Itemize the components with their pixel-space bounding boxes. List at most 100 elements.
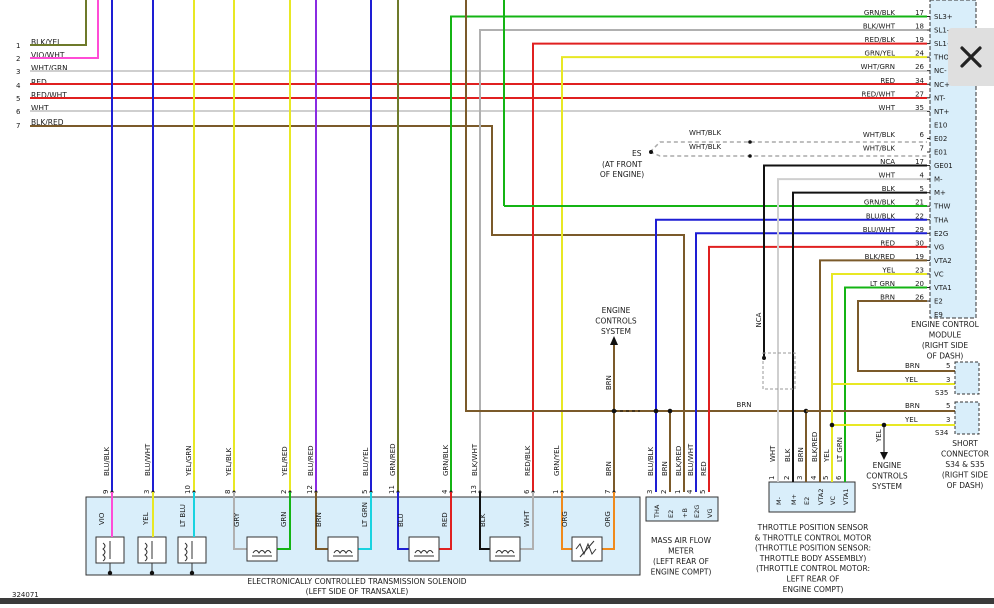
ecm-pin-name: E02 — [934, 135, 947, 143]
junction-dot — [882, 423, 887, 428]
sc-wire-label: BRN — [905, 362, 920, 370]
ground-dot — [108, 571, 112, 575]
es-ground-dot — [649, 150, 653, 154]
throttle-title: (THROTTLE POSITION SENSOR: — [755, 544, 871, 553]
ecm-pin-name: THW — [933, 203, 951, 211]
short-connector-title: SHORT — [952, 439, 978, 448]
throttle-pin-wire: BLK — [784, 448, 792, 462]
close-button[interactable] — [948, 28, 994, 86]
solenoid-inner-label: LT GRN — [361, 502, 369, 527]
left-wire-label: RED — [31, 78, 47, 87]
left-wire-number: 2 — [16, 55, 20, 63]
ecm-pin-name: GE01 — [934, 162, 953, 170]
maf-pin-name: VG — [706, 509, 714, 518]
solenoid-pin-wire: YEL/GRN — [185, 446, 193, 477]
solenoid-pin-wire: BLK/WHT — [471, 443, 479, 476]
left-wire-number: 5 — [16, 95, 20, 103]
maf-title: MASS AIR FLOW — [651, 536, 712, 545]
solenoid-inner-label: GRN — [280, 511, 288, 527]
left-wire-number: 1 — [16, 42, 20, 50]
solenoid-pin-number: 1 — [552, 490, 560, 494]
solenoid-pin-wire: BLU/WHT — [144, 443, 152, 476]
ecs-lower-label: ENGINE — [873, 461, 902, 470]
maf-pin-name: E2G — [693, 505, 701, 518]
ecs-upper-wire: BRN — [605, 375, 613, 390]
ecs-upper-label: ENGINE — [602, 306, 631, 315]
sc-label: S34 — [935, 429, 949, 437]
maf-title: ENGINE COMPT) — [651, 568, 712, 577]
wire-wht-m-minus — [778, 179, 927, 492]
solenoid-pin-number: 6 — [523, 489, 531, 494]
throttle-title: (THROTTLE CONTROL MOTOR: — [756, 564, 870, 573]
left-wire-number: 7 — [16, 122, 20, 130]
maf-pin-wire: BLU/WHT — [687, 443, 695, 476]
solenoid-pin-number: 12 — [306, 485, 314, 494]
throttle-pin-number: 4 — [810, 475, 818, 480]
ecm-pin-name: E2 — [934, 298, 943, 306]
throttle-title: ENGINE COMPT) — [783, 585, 844, 594]
ecm-pin-number: 6 — [920, 131, 925, 139]
sc-pin-number: 5 — [946, 362, 950, 370]
solenoid-coil-box — [490, 537, 520, 561]
solenoid-pin-number: 13 — [470, 485, 478, 494]
throttle-pin-number: 3 — [796, 476, 804, 480]
left-wire-number: 3 — [16, 68, 20, 76]
solenoid-inner-label: WHT — [523, 510, 531, 527]
maf-pin-number: 1 — [674, 490, 682, 494]
sc-wire-label: YEL — [904, 376, 918, 384]
solenoid-pin-number: 5 — [361, 490, 369, 494]
short-connector-title: S34 & S35 — [945, 460, 984, 469]
es-wire-label: WHT/BLK — [689, 129, 722, 137]
ecs-upper-label: SYSTEM — [601, 327, 631, 336]
junction-dot — [762, 356, 766, 360]
solenoid-title: ELECTRONICALLY CONTROLLED TRANSMISSION S… — [247, 577, 466, 586]
bottom-bar — [0, 598, 994, 604]
left-wire-number: 4 — [16, 82, 21, 90]
maf-pin-wire: BRN — [661, 461, 669, 476]
ecm-pin-name: VTA1 — [934, 284, 952, 292]
ground-dot — [150, 571, 154, 575]
sc-pin-number: 5 — [946, 402, 950, 410]
wire-grn-blk-sl3 — [451, 17, 927, 493]
short-connector-title: (RIGHT SIDE — [942, 471, 989, 480]
solenoid-coil-box — [328, 537, 358, 561]
throttle-pin-name: VTA2 — [817, 489, 825, 506]
ecm-pin-wire-label: WHT/BLK — [863, 145, 896, 153]
maf-pin-number: 2 — [660, 490, 668, 494]
solenoid-inner-label: BRN — [315, 512, 323, 527]
ground-dot — [190, 571, 194, 575]
maf-title: (LEFT REAR OF — [653, 557, 709, 566]
short-connector-title: OF DASH) — [947, 481, 984, 490]
solenoid-pin-wire: BLU/BLK — [103, 446, 111, 476]
maf-pin-wire: BLU/BLK — [647, 446, 655, 476]
es-label: ES — [632, 149, 642, 158]
ecs-lower-wire: YEL — [875, 429, 883, 443]
ecm-pin-name: THA — [933, 216, 949, 224]
throttle-title: & THROTTLE CONTROL MOTOR — [755, 533, 872, 542]
short-connector-s34 — [955, 402, 979, 434]
maf-pin-name: +B — [681, 508, 689, 518]
ecm-pin-name: VG — [934, 243, 944, 251]
solenoid-pin-wire: YEL/RED — [281, 446, 289, 477]
maf-pin-name: THA — [653, 504, 661, 519]
ecm-pin-name: VC — [934, 270, 944, 278]
maf-pin-number: 4 — [686, 489, 694, 494]
ecs-lower-label: SYSTEM — [872, 482, 902, 491]
throttle-pin-name: VC — [829, 496, 837, 505]
throttle-pin-number: 1 — [768, 476, 776, 480]
ecs-arrow-up — [610, 336, 618, 345]
ecm-pin-name: VTA2 — [934, 257, 952, 265]
solenoid-pin-wire: BRN — [605, 461, 613, 476]
throttle-pin-wire: YEL — [823, 449, 831, 463]
throttle-pin-number: 6 — [835, 475, 843, 480]
ecm-label: (RIGHT SIDE — [922, 341, 969, 350]
solenoid-coil-box — [409, 537, 439, 561]
solenoid-pin-number: 10 — [184, 485, 192, 494]
throttle-pin-wire: LT GRN — [836, 437, 844, 462]
solenoid-pin-wire: BLU/RED — [307, 445, 315, 476]
solenoid-pin-wire: BLU/YEL — [362, 447, 370, 476]
solenoid-pin-number: 11 — [388, 485, 396, 494]
sc-label: S35 — [935, 389, 948, 397]
ecs-lower-label: CONTROLS — [866, 472, 908, 481]
